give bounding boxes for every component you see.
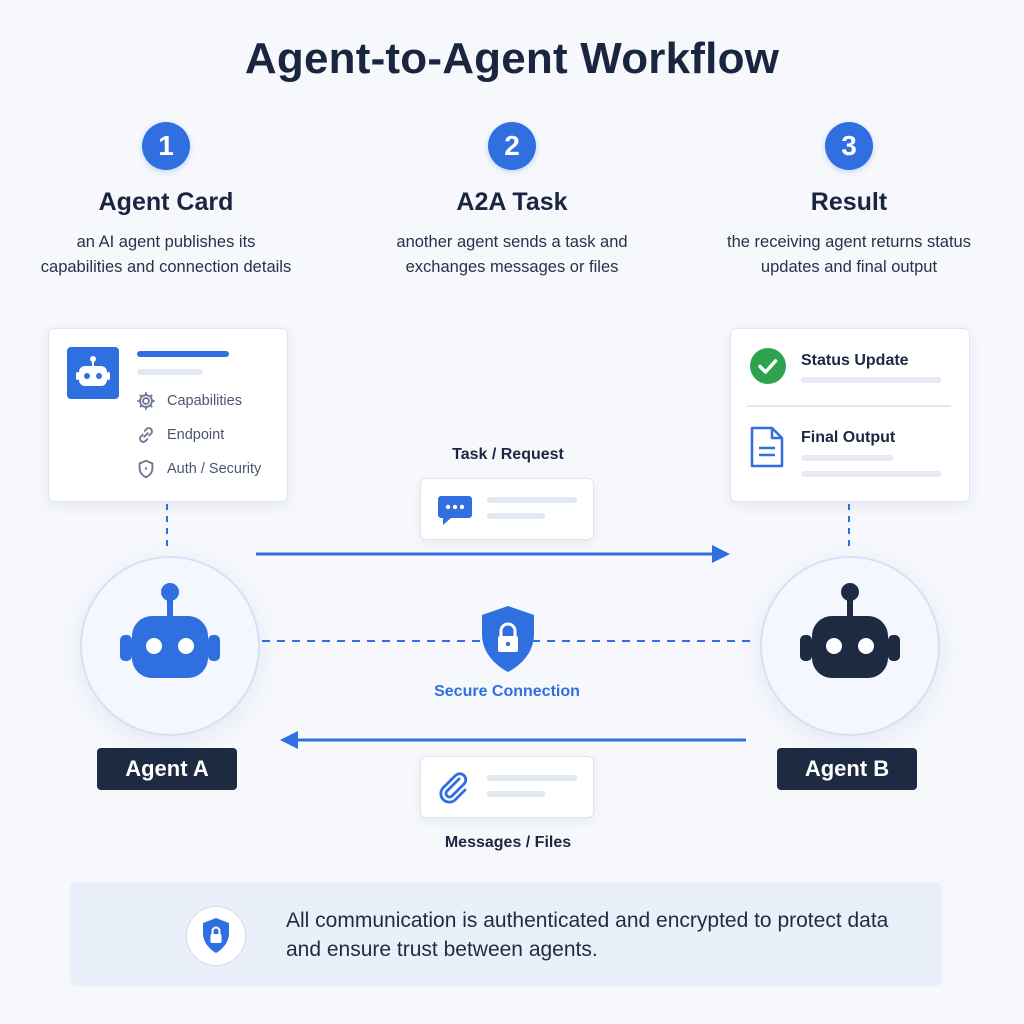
robot-icon <box>67 347 119 399</box>
secure-connection-label: Secure Connection <box>434 683 580 700</box>
card-subtitle-bar <box>137 369 203 375</box>
result-card-panel: Status Update Final Output <box>730 328 970 502</box>
chat-bubble-icon <box>437 493 473 532</box>
gear-icon <box>137 392 155 410</box>
step-3-title: Result <box>810 188 888 216</box>
response-message-card <box>420 756 594 818</box>
lock-shield-icon <box>478 604 538 674</box>
response-line-bar-2 <box>487 791 545 797</box>
step-2-description: another agent sends a task and exchanges… <box>396 233 628 276</box>
footer-text: All communication is authenticated and e… <box>286 909 889 961</box>
task-request-label: Task / Request <box>452 446 564 463</box>
capabilities-label: Capabilities <box>167 393 242 409</box>
link-icon <box>139 427 153 443</box>
agent-b-avatar <box>760 556 940 736</box>
step-1-title: Agent Card <box>98 188 234 216</box>
request-line-bar-1 <box>487 497 577 503</box>
agent-card-panel: Capabilities Endpoint Auth / Security <box>48 328 288 502</box>
output-line-bar-1 <box>801 455 893 461</box>
status-update-label: Status Update <box>801 352 909 369</box>
step-3-description: the receiving agent returns status updat… <box>727 233 971 276</box>
result-divider <box>747 405 951 407</box>
robot-icon <box>120 583 220 678</box>
messages-files-label: Messages / Files <box>444 834 572 851</box>
lock-shield-icon <box>203 918 229 953</box>
endpoint-row: Endpoint <box>135 424 224 446</box>
capabilities-row: Capabilities <box>135 390 242 412</box>
card-connector-a <box>166 504 168 552</box>
request-message-card <box>420 478 594 540</box>
step-2-badge: 2 <box>488 122 536 170</box>
step-3-badge: 3 <box>825 122 873 170</box>
step-1-description: an AI agent publishes its capabilities a… <box>40 233 292 276</box>
check-circle-icon <box>749 347 787 385</box>
card-title-bar <box>137 351 229 357</box>
document-icon <box>749 425 785 469</box>
shield-icon <box>138 459 154 479</box>
endpoint-label: Endpoint <box>167 427 225 443</box>
auth-security-row: Auth / Security <box>135 458 261 480</box>
agent-a-label: Agent A <box>97 748 237 790</box>
agent-b-label: Agent B <box>777 748 917 790</box>
status-line-bar <box>801 377 941 383</box>
page-title: Agent-to-Agent Workflow <box>244 34 780 83</box>
response-arrow <box>280 731 746 749</box>
robot-icon <box>800 583 900 678</box>
card-connector-b <box>848 504 850 552</box>
output-line-bar-2 <box>801 471 941 477</box>
footer-shield-badge <box>186 906 246 966</box>
request-line-bar-2 <box>487 513 545 519</box>
step-1-badge: 1 <box>142 122 190 170</box>
final-output-label: Final Output <box>801 429 896 446</box>
step-2-title: A2A Task <box>456 188 568 216</box>
response-line-bar-1 <box>487 775 577 781</box>
agent-a-avatar <box>80 556 260 736</box>
auth-security-label: Auth / Security <box>167 461 262 477</box>
request-arrow <box>256 545 730 563</box>
paperclip-icon <box>435 769 471 810</box>
